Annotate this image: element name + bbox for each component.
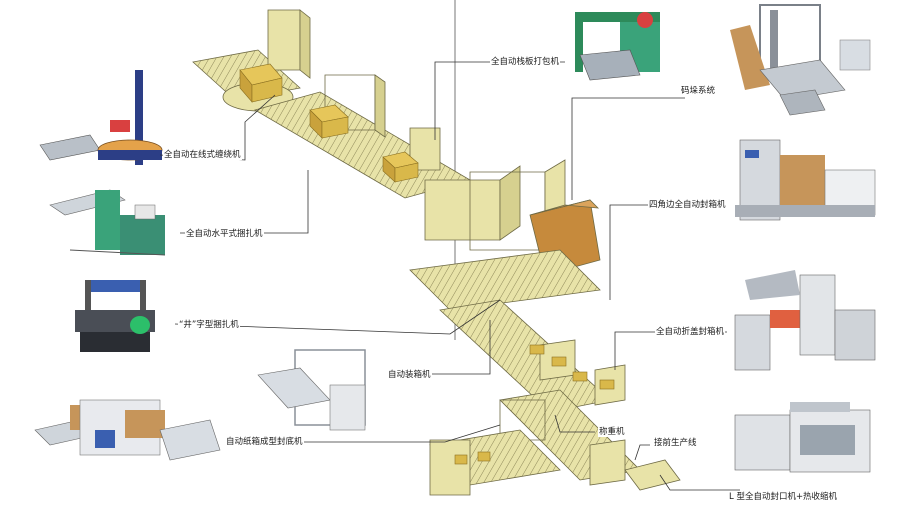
label-palletizer: 码垛系统 [680, 86, 717, 96]
label-case-packer: 自动装箱机 [387, 370, 432, 380]
pallet-strapper-machine [575, 12, 660, 81]
label-stretch-wrapper: 全自动在线式缠绕机 [163, 150, 242, 160]
case-erector-machine [34, 399, 221, 461]
boxes [239, 63, 615, 465]
horizontal-strapper-machine [49, 189, 166, 256]
palletizer-machine [730, 4, 871, 116]
label-pallet-strapper: 全自动栈板打包机 [490, 57, 561, 67]
l-sealer-shrink-machine [734, 402, 871, 473]
corner-sealer-machine [735, 139, 876, 221]
case-packer-machine [257, 349, 366, 431]
label-horizontal-strapper: 全自动水平式捆扎机 [185, 229, 264, 239]
label-case-erector: 自动纸箱成型封底机 [225, 437, 304, 447]
label-cross-strapper: “井”字型捆扎机 [178, 320, 240, 330]
label-production-line: 接前生产线 [653, 438, 698, 448]
label-fold-sealer: 全自动折盖封箱机 [655, 327, 726, 337]
label-check-weigher: 称重机 [598, 427, 626, 437]
cross-strapper-machine [75, 280, 155, 352]
leader-lines [159, 61, 740, 491]
fold-sealer-machine [734, 270, 876, 371]
conveyor-layout [192, 9, 681, 496]
stretch-wrapper-machine [39, 70, 163, 165]
label-l-sealer-shrink: L 型全自动封口机+热收缩机 [728, 492, 839, 502]
label-corner-sealer: 四角边全自动封箱机 [648, 200, 727, 210]
